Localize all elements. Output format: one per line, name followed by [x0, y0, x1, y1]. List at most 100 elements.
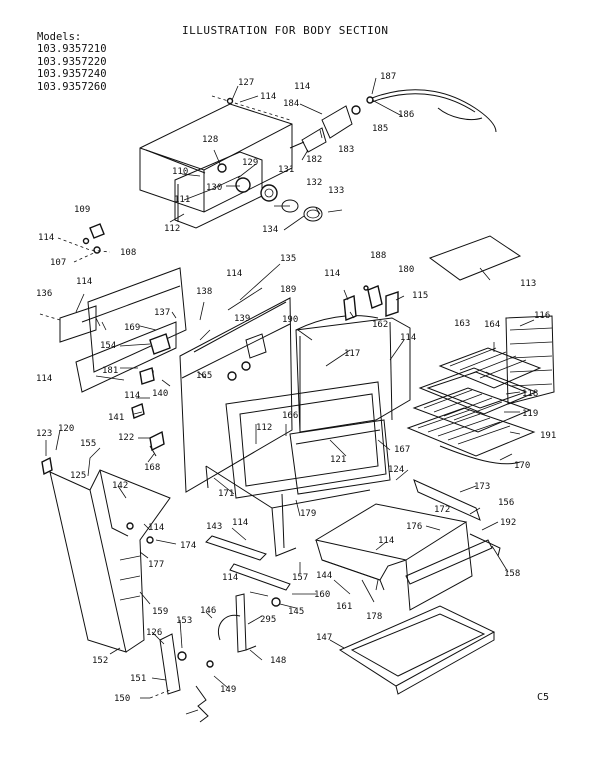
callout-number: 138: [196, 287, 212, 297]
callout-number: 114: [260, 92, 276, 102]
model-number: 103.9357240: [37, 68, 107, 81]
callout-number: 146: [200, 606, 216, 616]
broiler-drawer-pan: [338, 605, 496, 695]
callout-number: 121: [330, 455, 346, 465]
callout-number: 131: [278, 165, 294, 175]
callout-number: 166: [282, 411, 298, 421]
callout-number: 183: [338, 145, 354, 155]
callout-number: 113: [520, 279, 536, 289]
oven-cabinet: [179, 297, 411, 557]
diagram-title: ILLUSTRATION FOR BODY SECTION: [182, 24, 389, 37]
callout-number: 136: [36, 289, 52, 299]
callout-number: 185: [372, 124, 388, 134]
callout-number: 115: [412, 291, 428, 301]
callout-number: 182: [306, 155, 322, 165]
callout-number: 154: [100, 341, 116, 351]
callout-number: 114: [232, 518, 248, 528]
models-label: Models:: [37, 31, 82, 43]
callout-number: 164: [484, 320, 500, 330]
storage-drawer: [314, 479, 501, 611]
callout-number: 149: [220, 685, 236, 695]
callout-number: 119: [522, 409, 538, 419]
callout-number: 114: [38, 233, 54, 243]
callout-number: 120: [58, 424, 74, 434]
callout-number: 112: [164, 224, 180, 234]
model-number: 103.9357260: [37, 80, 107, 93]
callout-number: 155: [80, 439, 96, 449]
callout-number: 173: [474, 482, 490, 492]
callout-number: 137: [154, 308, 170, 318]
models-list: Models: 103.9357210 103.9357220 103.9357…: [37, 31, 107, 93]
model-number: 103.9357220: [37, 55, 107, 68]
callout-labels: 127 114 114 187 184 185 186 183 128 110 …: [36, 72, 556, 704]
callout-number: 128: [202, 135, 218, 145]
callout-number: 114: [324, 269, 340, 279]
callout-number: 179: [300, 509, 316, 519]
callout-number: 167: [394, 445, 410, 455]
callout-number: 190: [282, 315, 298, 325]
left-small-parts: [57, 223, 111, 263]
callout-number: 129: [242, 158, 258, 168]
callout-number: 159: [152, 607, 168, 617]
callout-number: 176: [406, 522, 422, 532]
hinge-parts: [149, 593, 257, 723]
front-rails: [205, 535, 291, 607]
callout-number: 144: [316, 571, 332, 581]
callout-number: 114: [378, 536, 394, 546]
callout-number: 177: [148, 560, 164, 570]
callout-number: 114: [400, 333, 416, 343]
callout-number: 132: [306, 178, 322, 188]
callout-number: 123: [36, 429, 52, 439]
callout-number: 162: [372, 320, 388, 330]
callout-number: 158: [504, 569, 520, 579]
callout-number: 133: [328, 186, 344, 196]
callout-number: 295: [260, 615, 276, 625]
callout-number: 134: [262, 225, 278, 235]
side-panel: [41, 456, 171, 653]
callout-number: 178: [366, 612, 382, 622]
callout-number: 142: [112, 481, 128, 491]
oven-back-panel: [139, 95, 323, 229]
control-panel: [39, 267, 187, 457]
callout-number: 109: [74, 205, 90, 215]
callout-number: 184: [283, 99, 299, 109]
model-number: 103.9357210: [37, 43, 107, 56]
callout-number: 163: [454, 319, 470, 329]
callout-number: 187: [380, 72, 396, 82]
callout-number: 130: [206, 183, 222, 193]
callout-number: 147: [316, 633, 332, 643]
callout-number: 153: [176, 616, 192, 626]
callout-number: 114: [294, 82, 310, 92]
callout-number: 107: [50, 258, 66, 268]
callout-number: 117: [344, 349, 360, 359]
callout-number: 191: [540, 431, 556, 441]
callout-number: 126: [146, 628, 162, 638]
callout-number: 114: [148, 523, 164, 533]
oven-racks: [406, 315, 555, 465]
callout-number: 112: [256, 423, 272, 433]
callout-number: 172: [434, 505, 450, 515]
callout-number: 110: [172, 167, 188, 177]
callout-number: 189: [280, 285, 296, 295]
callout-number: 170: [514, 461, 530, 471]
right-upper-parts: [343, 235, 522, 321]
callout-number: 111: [174, 195, 190, 205]
callout-number: 127: [238, 78, 254, 88]
callout-number: 150: [114, 694, 130, 704]
callout-number: 140: [152, 389, 168, 399]
callout-number: 124: [388, 465, 404, 475]
callout-number: 168: [144, 463, 160, 473]
callout-number: 114: [36, 374, 52, 384]
callout-number: 114: [76, 277, 92, 287]
callout-number: 125: [70, 471, 86, 481]
callout-number: 135: [280, 254, 296, 264]
callout-number: 145: [288, 607, 304, 617]
callout-number: 116: [534, 311, 550, 321]
thermostat-assembly: [289, 89, 497, 153]
callout-number: 188: [370, 251, 386, 261]
callout-number: 148: [270, 656, 286, 666]
callout-number: 118: [522, 389, 538, 399]
leader-lines: [45, 77, 535, 715]
callout-number: 192: [500, 518, 516, 528]
